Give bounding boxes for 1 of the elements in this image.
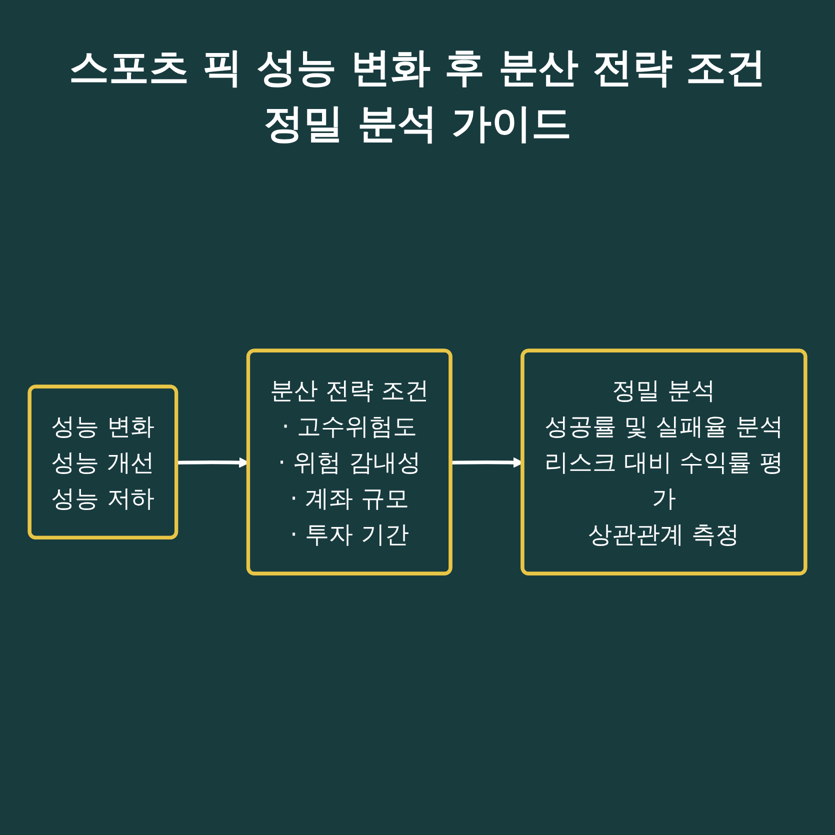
title: 스포츠 픽 성능 변화 후 분산 전략 조건 정밀 분석 가이드 bbox=[68, 44, 768, 149]
